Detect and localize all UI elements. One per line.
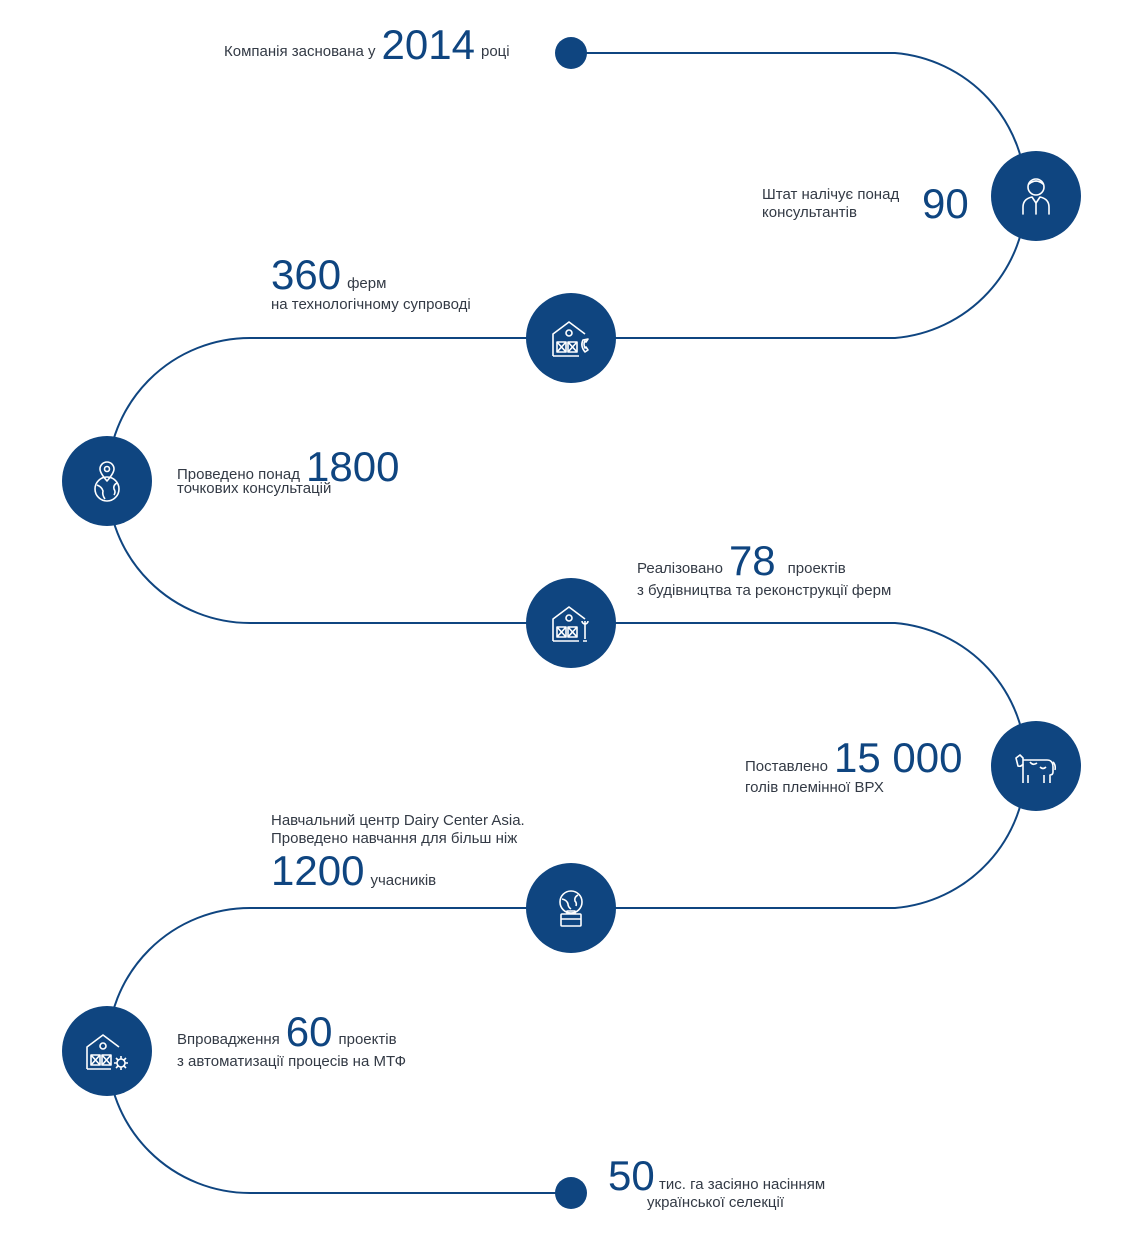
cattle-line2: голів племінної ВРХ [745,779,884,796]
founded-year: 2014 [381,21,475,68]
founded-pre: Компанія заснована у [224,43,376,60]
consults-node [62,436,152,526]
consults-pre: Проведено понад [177,466,301,483]
automation-line2: з автоматизації процесів на МТФ [177,1053,407,1070]
staff-node [991,151,1081,241]
seeds-line1: тис. га засіяно насінням [659,1176,826,1193]
projects-pre: Реалізовано [637,560,723,577]
training-text: Навчальний центр Dairy Center Asia. Пров… [271,812,525,892]
consults-number: 1800 [306,443,400,490]
training-line1: Навчальний центр Dairy Center Asia. [271,812,525,829]
barn-phone-icon [552,321,589,357]
end-dot [555,1177,587,1209]
projects-node [526,578,616,668]
globe-briefcase-icon [559,890,583,927]
staff-text: Штат налічує понад консультантів [762,186,899,222]
farms-number: 360 [271,251,342,298]
training-node [526,863,616,953]
projects-line2: з будівництва та реконструкції ферм [637,582,892,599]
location-globe-icon [94,461,120,502]
farms-node [526,293,616,383]
staff-number: 90 [922,180,969,227]
start-dot [555,37,587,69]
projects-post: проектів [787,560,846,577]
seeds-text: тис. га засіяно насінням української сел… [647,1176,826,1212]
cattle-pre: Поставлено [745,758,829,775]
training-post: учасників [370,872,437,889]
automation-post: проектів [338,1031,397,1048]
automation-pre: Впровадження [177,1031,280,1048]
training-number: 1200 [271,847,365,894]
consults-text: Проведено понад 1800 точкових консультац… [177,446,399,498]
cattle-number: 15 000 [834,734,963,781]
projects-text: Реалізовано 78 проектів з будівництва та… [637,540,891,600]
automation-node [62,1006,152,1096]
seeds-line2: української селекції [647,1194,785,1211]
farms-text: 360 ферм на технологічному супроводі [271,254,471,314]
consultant-person-icon [1022,178,1050,215]
cow-icon [1015,754,1057,783]
seeds-number: 50 [608,1152,655,1199]
staff-line2: консультантів [762,204,857,221]
barn-gear-icon [86,1034,128,1070]
automation-number: 60 [285,1008,333,1055]
staff-line1: Штат налічує понад [762,186,900,203]
farms-line2: на технологічному супроводі [271,296,471,313]
founded-post: році [480,43,510,60]
farms-inline: ферм [347,275,387,292]
automation-text: Впровадження 60 проектів з автоматизації… [177,1011,406,1071]
founded-text: Компанія заснована у 2014 році [224,24,510,66]
barn-wrench-icon [552,606,589,642]
training-line2: Проведено навчання для більш ніж [271,830,518,847]
consults-line2: точкових консультацій [177,480,332,497]
projects-number: 78 [728,537,776,584]
cattle-text: Поставлено 15 000 голів племінної ВРХ [745,737,962,797]
cattle-node [991,721,1081,811]
